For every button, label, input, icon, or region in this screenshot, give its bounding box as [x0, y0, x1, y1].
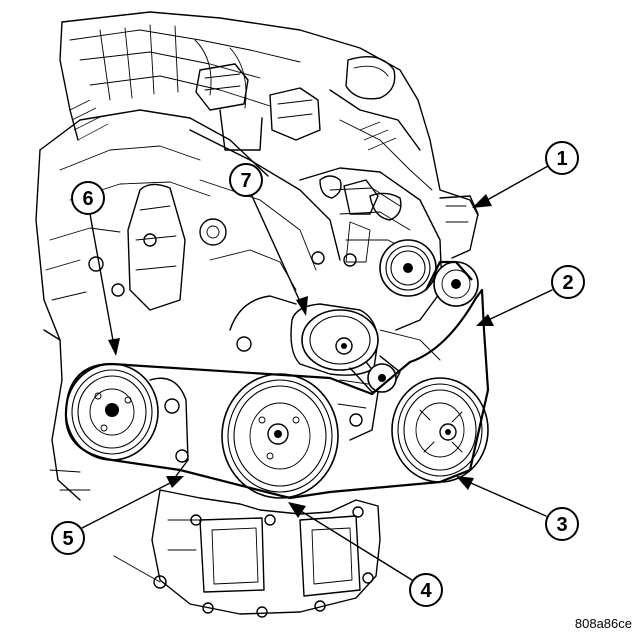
callout-3-label: 3 [556, 514, 567, 536]
callout-1: 1 [472, 141, 579, 208]
callout-7-label: 7 [240, 170, 251, 192]
engine-block [35, 11, 479, 618]
callout-2-label: 2 [562, 272, 573, 294]
callout-4: 4 [288, 502, 443, 607]
callout-5: 5 [51, 476, 184, 555]
callout-4-label: 4 [420, 580, 432, 602]
callout-2: 2 [476, 265, 585, 326]
callout-1-label: 1 [556, 148, 567, 170]
serpentine-belt [64, 288, 490, 500]
callout-6-label: 6 [82, 188, 93, 210]
callout-6: 6 [71, 181, 120, 356]
figure-code: 808a86ce [575, 616, 632, 631]
callout-3: 3 [456, 476, 579, 541]
callout-5-label: 5 [62, 528, 73, 550]
crankshaft-pulley [221, 373, 339, 499]
ac-compressor-pulley [391, 377, 489, 483]
callout-7: 7 [229, 163, 308, 316]
power-steering-pulley [65, 363, 159, 461]
belt-tensioner [290, 303, 401, 393]
belt-upper-run [425, 260, 473, 291]
